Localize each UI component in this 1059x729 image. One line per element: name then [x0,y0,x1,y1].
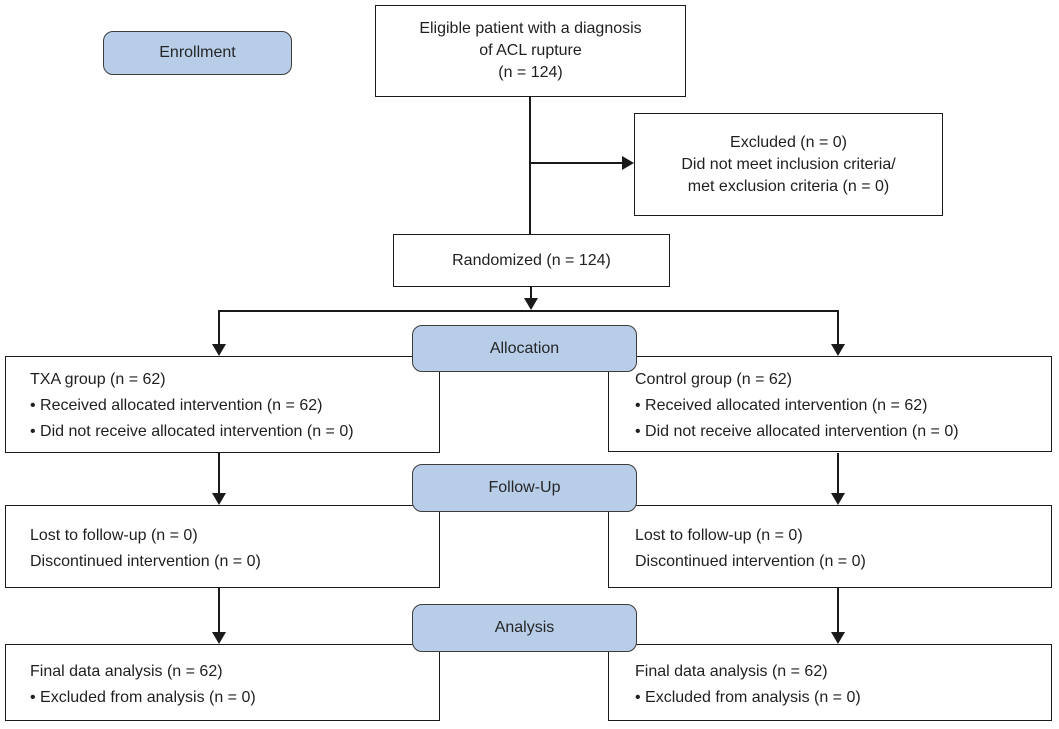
arrow-down-icon [212,344,226,356]
txa-group-not-received: • Did not receive allocated intervention… [30,423,354,440]
connector-branch-to-control [837,312,839,345]
control-group-not-received: • Did not receive allocated intervention… [635,423,959,440]
followup-right-discontinued: Discontinued intervention (n = 0) [635,553,866,570]
box-randomized: Randomized (n = 124) [393,234,670,287]
eligible-line-1: Eligible patient with a diagnosis [419,20,642,37]
box-eligible-patients: Eligible patient with a diagnosis of ACL… [375,5,686,97]
box-excluded: Excluded (n = 0) Did not meet inclusion … [634,113,943,216]
txa-group-received: • Received allocated intervention (n = 6… [30,397,323,414]
followup-left-lost: Lost to follow-up (n = 0) [30,527,198,544]
connector-followup-to-analysis-left [218,588,220,633]
arrow-down-icon [831,493,845,505]
connector-txa-to-followup [218,453,220,493]
connector-eligible-to-randomized [529,97,531,234]
box-txa-group: TXA group (n = 62) • Received allocated … [5,356,440,453]
arrow-down-icon [831,344,845,356]
box-analysis-right: Final data analysis (n = 62) • Excluded … [608,644,1052,721]
excluded-line-1: Excluded (n = 0) [730,133,847,151]
arrow-right-icon [622,156,634,170]
connector-to-excluded [530,162,622,164]
stage-label-allocation: Allocation [489,339,560,357]
arrow-down-icon [212,493,226,505]
txa-group-title: TXA group (n = 62) [30,371,166,388]
connector-randomized-to-branch [530,287,532,299]
analysis-left-final: Final data analysis (n = 62) [30,663,223,680]
branch-line [218,310,839,312]
followup-left-discontinued: Discontinued intervention (n = 0) [30,553,261,570]
box-followup-left: Lost to follow-up (n = 0) Discontinued i… [5,505,440,588]
randomized-label: Randomized (n = 124) [452,251,611,269]
eligible-count: (n = 124) [498,64,563,81]
connector-branch-to-txa [218,312,220,345]
arrow-down-icon [831,632,845,644]
analysis-right-final: Final data analysis (n = 62) [635,663,828,680]
stage-label-analysis: Analysis [494,619,555,636]
arrow-down-icon [524,298,538,310]
stage-pill-analysis: Analysis [412,604,637,652]
excluded-line-3: met exclusion criteria (n = 0) [687,177,890,195]
analysis-left-excluded: • Excluded from analysis (n = 0) [30,689,256,706]
arrow-down-icon [212,632,226,644]
connector-control-to-followup [837,453,839,493]
stage-pill-allocation: Allocation [412,325,637,372]
eligible-line-2: of ACL rupture [479,42,582,59]
box-followup-right: Lost to follow-up (n = 0) Discontinued i… [608,505,1052,588]
stage-pill-enrollment: Enrollment [103,31,292,75]
control-group-title: Control group (n = 62) [635,371,792,388]
box-control-group: Control group (n = 62) • Received alloca… [608,356,1052,452]
control-group-received: • Received allocated intervention (n = 6… [635,397,928,414]
box-analysis-left: Final data analysis (n = 62) • Excluded … [5,644,440,721]
excluded-line-2: Did not meet inclusion criteria/ [681,155,896,173]
followup-right-lost: Lost to follow-up (n = 0) [635,527,803,544]
stage-pill-followup: Follow-Up [412,464,637,512]
connector-followup-to-analysis-right [837,588,839,633]
stage-label-followup: Follow-Up [488,479,561,496]
analysis-right-excluded: • Excluded from analysis (n = 0) [635,689,861,706]
stage-label-enrollment: Enrollment [159,44,236,61]
